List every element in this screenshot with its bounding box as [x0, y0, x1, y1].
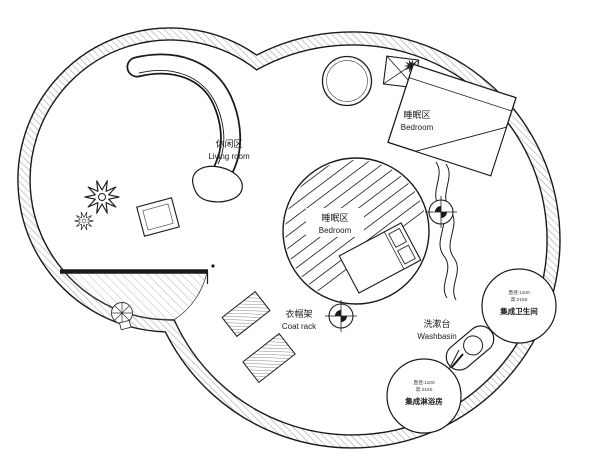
- center-platform: 睡眠区 Bedroom: [282, 157, 430, 305]
- bathroom-pod-label: 集成卫生间: [499, 306, 538, 316]
- bedroom-upper-label: 睡眠区 Bedroom: [401, 109, 434, 132]
- shower-pod-spec-1: 直径:1100: [413, 379, 435, 386]
- terrace: [60, 264, 215, 331]
- living-room-label-en: Living room: [208, 152, 250, 161]
- bathroom-pod-spec-1: 直径:1100: [508, 289, 530, 296]
- faucet-line: [451, 353, 464, 368]
- center-mark-icon: [424, 195, 458, 229]
- center-label-bg: [306, 208, 364, 237]
- shower-pod: 直径:1100 高:2150 集成淋浴房: [386, 358, 462, 434]
- washbasin-label-en: Washbasin: [417, 332, 456, 341]
- bed-upper: [387, 63, 517, 177]
- terrace-hatch: [63, 271, 208, 320]
- coat-rack-label: 衣帽架 Coat rack: [282, 308, 317, 331]
- plant-icon-small: [74, 211, 94, 231]
- washbasin-label-zh: 洗漱台: [423, 318, 450, 329]
- bedroom-upper-label-en: Bedroom: [401, 123, 434, 132]
- shower-pod-label: 集成淋浴房: [404, 396, 443, 406]
- washbasin-label: 洗漱台 Washbasin: [417, 318, 456, 341]
- coat-rack-label-zh: 衣帽架: [285, 308, 312, 319]
- curtain-line-1: [435, 161, 449, 299]
- plant-icon: [84, 180, 120, 214]
- vent-icon: [403, 59, 419, 73]
- coat-rack-2: [242, 332, 296, 384]
- bathroom-pod: 直径:1100 高:2150 集成卫生间: [481, 268, 557, 344]
- round-table: [321, 55, 373, 107]
- coffee-table: [192, 165, 243, 203]
- center-mark-icon: [324, 299, 358, 333]
- bedroom-upper-label-zh: 睡眠区: [403, 109, 430, 120]
- living-room-label-zh: 休闲区: [215, 138, 242, 149]
- bed-center: [338, 222, 422, 294]
- bedroom-center-label-zh: 睡眠区: [321, 212, 348, 223]
- door-dot: [211, 264, 215, 268]
- shower-pod-spec-2: 高:2150: [416, 386, 433, 393]
- sink-icon: [463, 335, 484, 356]
- parasol-icon: [111, 302, 133, 331]
- rug: [136, 197, 180, 237]
- curtain-line-2: [445, 163, 458, 301]
- coat-rack-1: [221, 290, 271, 338]
- bathroom-pod-spec-2: 高:2150: [511, 296, 528, 303]
- coat-rack-label-en: Coat rack: [282, 322, 317, 331]
- sofa: [126, 53, 242, 179]
- bedroom-center-label-en: Bedroom: [319, 226, 352, 235]
- living-room-label: 休闲区 Living room: [208, 138, 250, 161]
